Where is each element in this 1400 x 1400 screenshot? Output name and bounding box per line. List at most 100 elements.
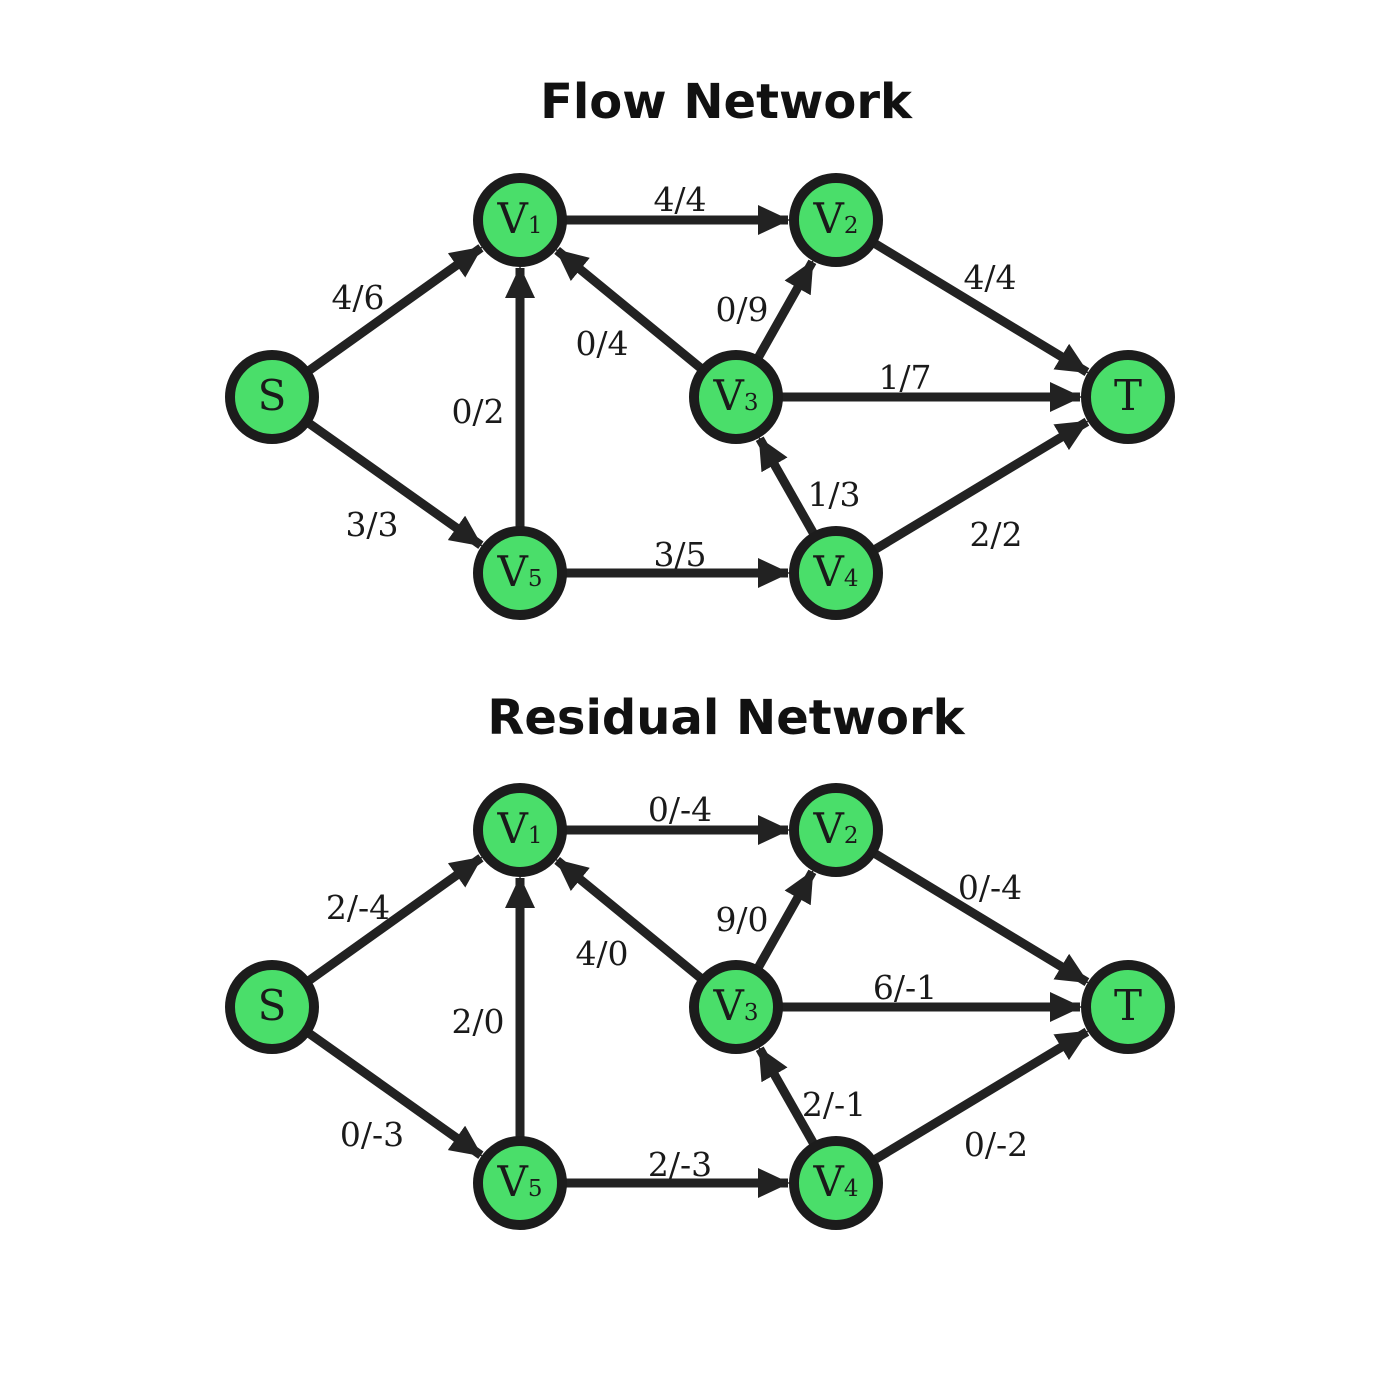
flow-node-label-sub-v2: 2 xyxy=(844,213,859,239)
flow-edge-label-v5-v4: 3/5 xyxy=(653,535,706,574)
flow-node-label-main-v5: V xyxy=(497,547,529,596)
flow-node-t: T xyxy=(1081,350,1175,444)
residual-node-label-main-v5: V xyxy=(497,1157,529,1206)
residual-node-label-sub-v3: 3 xyxy=(744,1000,759,1026)
residual-network-panel: Residual Network 0/-42/-40/-49/04/02/06/… xyxy=(225,690,1175,1230)
residual-node-label-sub-v5: 5 xyxy=(528,1176,543,1202)
flow-edge-label-v3-t: 1/7 xyxy=(878,358,931,397)
residual-edge-v2-t xyxy=(872,849,1090,986)
flow-node-label-t: T xyxy=(1114,371,1142,420)
residual-node-circle-t xyxy=(1081,960,1175,1054)
flow-edge-s-v1 xyxy=(306,244,484,375)
residual-node-label-main-t: T xyxy=(1114,981,1142,1030)
flow-edge-label-v3-v1: 0/4 xyxy=(575,324,628,363)
flow-network-panel: Flow Network 4/4 4/6 4/4 0/9 0/4 0/2 1/7 1/3 3/3… xyxy=(225,74,1175,620)
flow-node-label-sub-v4: 4 xyxy=(844,566,859,592)
residual-edge-s-v5 xyxy=(306,1029,484,1159)
residual-node-circle-v2 xyxy=(789,783,883,877)
flow-node-s: S xyxy=(225,350,319,444)
flow-node-label-main-v3: V xyxy=(713,371,745,420)
residual-node-circle-v1 xyxy=(473,783,567,877)
flow-network-title: Flow Network xyxy=(540,74,913,130)
flow-node-v2: V2 xyxy=(789,173,883,267)
residual-edge-label-v1-v2: 0/-4 xyxy=(648,790,712,829)
residual-edge-label-v3-v2: 9/0 xyxy=(715,900,768,939)
flow-node-label-main-v4: V xyxy=(813,547,845,596)
residual-node-v5: V5 xyxy=(473,1136,567,1230)
residual-node-label-v4: V4 xyxy=(813,1157,859,1206)
flow-node-label-main-s: S xyxy=(258,371,287,420)
flow-edge-v3-v2 xyxy=(754,259,817,361)
flow-edge-label-v5-v1: 0/2 xyxy=(451,392,504,431)
flow-node-label-s: S xyxy=(258,371,287,420)
residual-node-v4: V4 xyxy=(789,1136,883,1230)
flow-node-circle-s xyxy=(225,350,319,444)
residual-node-circle-v3 xyxy=(689,960,783,1054)
flow-edge-label-s-v5: 3/3 xyxy=(345,505,398,544)
residual-edge-v4-v3 xyxy=(755,1046,818,1147)
flow-edge-label-s-v1: 4/6 xyxy=(331,278,384,317)
residual-edge-label-v4-v3: 2/-1 xyxy=(802,1085,866,1124)
flow-node-v3: V3 xyxy=(689,350,783,444)
residual-node-v3: V3 xyxy=(689,960,783,1054)
residual-edge-label-v3-v1: 4/0 xyxy=(575,934,628,973)
residual-edge-label-s-v5: 0/-3 xyxy=(340,1115,404,1154)
flow-node-circle-v3 xyxy=(689,350,783,444)
flow-node-circle-v5 xyxy=(473,526,567,620)
residual-edge-v4-t xyxy=(872,1027,1090,1164)
flow-node-circle-t xyxy=(1081,350,1175,444)
residual-edge-v3-v2 xyxy=(754,869,817,971)
residual-node-s: S xyxy=(225,960,319,1054)
residual-edge-s-v1 xyxy=(306,854,484,985)
flow-edge-v4-v3 xyxy=(755,436,818,537)
flow-node-label-main-v2: V xyxy=(813,194,845,243)
residual-node-v1: V1 xyxy=(473,783,567,877)
residual-edge-label-s-v1: 2/-4 xyxy=(326,888,390,927)
residual-node-circle-v5 xyxy=(473,1136,567,1230)
flow-node-circle-v4 xyxy=(789,526,883,620)
flow-node-v4: V4 xyxy=(789,526,883,620)
residual-network-title: Residual Network xyxy=(487,690,965,746)
residual-node-v2: V2 xyxy=(789,783,883,877)
residual-node-t: T xyxy=(1081,960,1175,1054)
flow-node-circle-v2 xyxy=(789,173,883,267)
residual-node-label-main-v3: V xyxy=(713,981,745,1030)
residual-edge-v3-v1 xyxy=(554,856,705,982)
residual-node-circle-s xyxy=(225,960,319,1054)
flow-node-v5: V5 xyxy=(473,526,567,620)
flow-node-label-sub-v1: 1 xyxy=(528,213,543,239)
residual-node-circle-v4 xyxy=(789,1136,883,1230)
flow-node-label-main-t: T xyxy=(1114,371,1142,420)
residual-node-label-sub-v4: 4 xyxy=(844,1176,859,1202)
residual-edge-label-v3-t: 6/-1 xyxy=(873,968,937,1007)
residual-node-label-sub-v1: 1 xyxy=(528,823,543,849)
flow-node-v1: V1 xyxy=(473,173,567,267)
flow-node-label-v3: V3 xyxy=(713,371,759,420)
residual-node-label-v2: V2 xyxy=(813,804,859,853)
flow-edge-label-v3-v2: 0/9 xyxy=(715,290,768,329)
residual-node-label-main-v2: V xyxy=(813,804,845,853)
residual-node-label-main-v4: V xyxy=(813,1157,845,1206)
residual-node-label-main-s: S xyxy=(258,981,287,1030)
flow-node-label-v5: V5 xyxy=(497,547,543,596)
flow-node-label-v1: V1 xyxy=(497,194,543,243)
residual-edge-label-v5-v4: 2/-3 xyxy=(648,1145,712,1184)
flow-edge-v3-v1 xyxy=(554,246,705,372)
residual-node-label-main-v1: V xyxy=(497,804,529,853)
flow-edge-v2-t xyxy=(872,239,1090,376)
flow-edge-label-v2-t: 4/4 xyxy=(963,258,1016,297)
residual-node-label-s: S xyxy=(258,981,287,1030)
flow-edge-label-v1-v2: 4/4 xyxy=(653,180,706,219)
flow-edge-label-v4-v3: 1/3 xyxy=(807,475,860,514)
residual-node-label-v5: V5 xyxy=(497,1157,543,1206)
residual-edge-label-v4-t: 0/-2 xyxy=(964,1125,1028,1164)
flow-edge-v4-t xyxy=(872,417,1090,554)
flow-node-circle-v1 xyxy=(473,173,567,267)
flow-edge-label-v4-t: 2/2 xyxy=(969,515,1022,554)
flow-node-label-main-v1: V xyxy=(497,194,529,243)
residual-node-label-v3: V3 xyxy=(713,981,759,1030)
flow-network-edges: 4/4 4/6 4/4 0/9 0/4 0/2 1/7 1/3 3/3 2/2 3/5 xyxy=(306,180,1090,588)
